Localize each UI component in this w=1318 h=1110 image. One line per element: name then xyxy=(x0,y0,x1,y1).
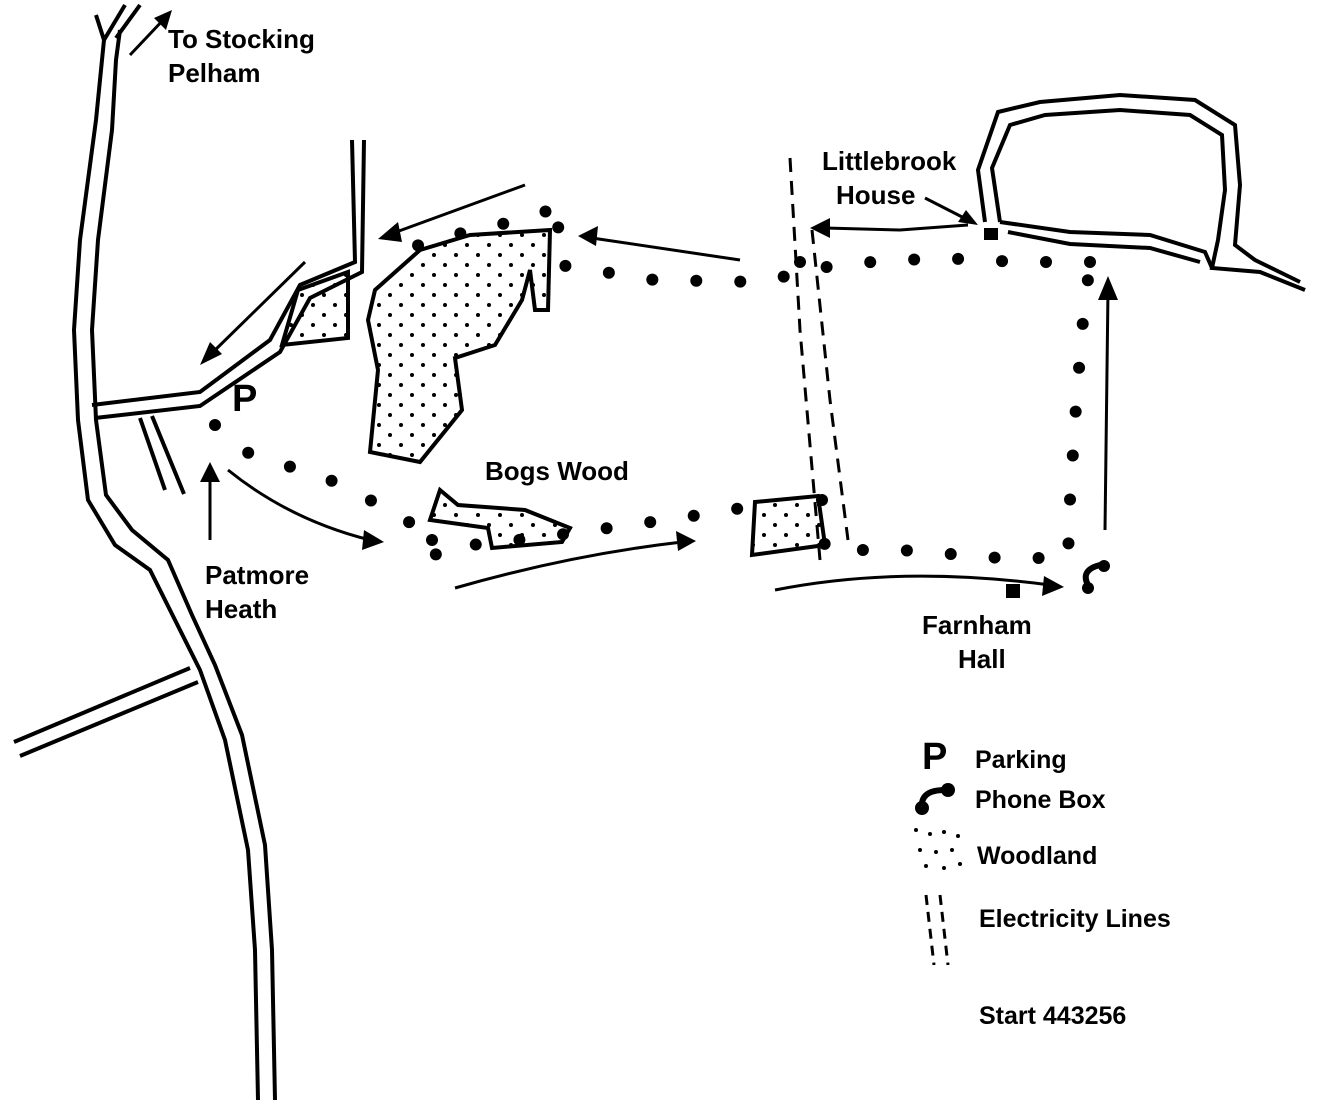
route-dot xyxy=(944,548,957,561)
route-dot xyxy=(996,255,1009,268)
label-to-stocking-pelham: To Stocking Pelham xyxy=(168,24,315,88)
route-dot xyxy=(513,533,526,546)
phone-box-icon xyxy=(1082,560,1110,594)
woodland-roadside xyxy=(279,269,350,348)
route-dot xyxy=(952,252,965,265)
route-dot xyxy=(283,460,296,473)
legend-phone-icon xyxy=(915,783,955,815)
legend-start-reference: Start 443256 xyxy=(979,1002,1127,1030)
arrow-west-mid xyxy=(591,236,741,262)
legend-phone-box: Phone Box xyxy=(975,786,1106,814)
legend-woodland-icon xyxy=(914,828,962,870)
route-dot xyxy=(1040,256,1052,268)
direction-arrows xyxy=(128,10,1118,596)
route-dot xyxy=(1076,317,1089,330)
arrow-east-3 xyxy=(774,574,1051,592)
legend-parking-symbol: P xyxy=(922,736,948,778)
route-dot xyxy=(731,502,744,515)
route-dot xyxy=(539,205,552,218)
arrow-littlebrook-pointer xyxy=(924,196,969,222)
route-dot xyxy=(454,227,467,240)
route-dot xyxy=(1066,449,1079,462)
arrow-to-littlebrook-west xyxy=(824,223,969,232)
parking-marker: P xyxy=(232,378,258,420)
route-dot xyxy=(1069,405,1082,418)
route-dot xyxy=(559,259,572,272)
route-dot xyxy=(864,256,877,269)
route-dot xyxy=(426,534,438,546)
arrow-east-2 xyxy=(454,540,683,590)
label-patmore-heath: Patmore Heath xyxy=(205,560,310,624)
route-dot xyxy=(552,221,565,234)
route-dot xyxy=(816,494,828,506)
legend-electricity-lines: Electricity Lines xyxy=(979,905,1171,933)
route-dot xyxy=(818,537,831,550)
route-dot xyxy=(602,266,615,279)
route-dot xyxy=(412,239,425,252)
route-dot xyxy=(644,516,657,529)
route-dot xyxy=(209,419,221,431)
route-dot xyxy=(242,446,255,459)
legend-electricity-icon xyxy=(924,894,950,966)
route-dot xyxy=(988,551,1001,564)
route-dot xyxy=(1032,552,1045,564)
route-dot xyxy=(325,474,338,487)
route-dot xyxy=(497,217,510,230)
route-dot xyxy=(1062,537,1075,550)
woodland-main xyxy=(365,227,553,465)
route-dot xyxy=(777,270,790,283)
label-farnham-hall: Farnham Hall xyxy=(922,610,1032,674)
arrow-road-south xyxy=(208,260,307,357)
woodland-areas xyxy=(279,227,828,558)
legend-woodland: Woodland xyxy=(977,842,1098,870)
route-dot xyxy=(1081,274,1094,287)
arrow-to-stocking xyxy=(128,16,167,57)
route-dot xyxy=(364,494,377,507)
legend-parking: Parking xyxy=(975,746,1067,774)
route-dot xyxy=(1064,493,1077,506)
route-dot xyxy=(1073,361,1086,374)
route-dot xyxy=(429,548,442,561)
route-dot xyxy=(734,275,747,288)
littlebrook-house-building xyxy=(984,228,998,240)
route-dot xyxy=(403,516,416,529)
walking-route xyxy=(209,205,1096,564)
route-dot xyxy=(469,538,482,551)
route-dot xyxy=(687,509,700,522)
woodland-bogs xyxy=(427,486,573,551)
north-east-loop-road xyxy=(975,92,1306,292)
route-dot xyxy=(820,261,833,274)
arrow-east-1 xyxy=(227,468,371,542)
arrow-west-top xyxy=(387,183,526,237)
route-dot xyxy=(900,544,913,557)
route-dot xyxy=(908,253,921,266)
woodland-small xyxy=(749,493,828,558)
route-dot xyxy=(600,522,613,535)
farnham-hall-building xyxy=(1006,584,1020,598)
route-dot xyxy=(690,274,703,287)
route-dot xyxy=(794,256,806,268)
route-dot xyxy=(856,544,869,556)
main-road xyxy=(71,3,277,1101)
label-littlebrook-house: Littlebrook House xyxy=(822,146,957,210)
route-dot xyxy=(557,528,570,541)
electricity-lines xyxy=(788,157,850,561)
route-dot xyxy=(1084,256,1096,268)
arrow-north-east xyxy=(1103,289,1110,531)
route-dot xyxy=(646,273,659,286)
south-west-road xyxy=(13,666,199,758)
label-bogs-wood: Bogs Wood xyxy=(485,456,629,486)
